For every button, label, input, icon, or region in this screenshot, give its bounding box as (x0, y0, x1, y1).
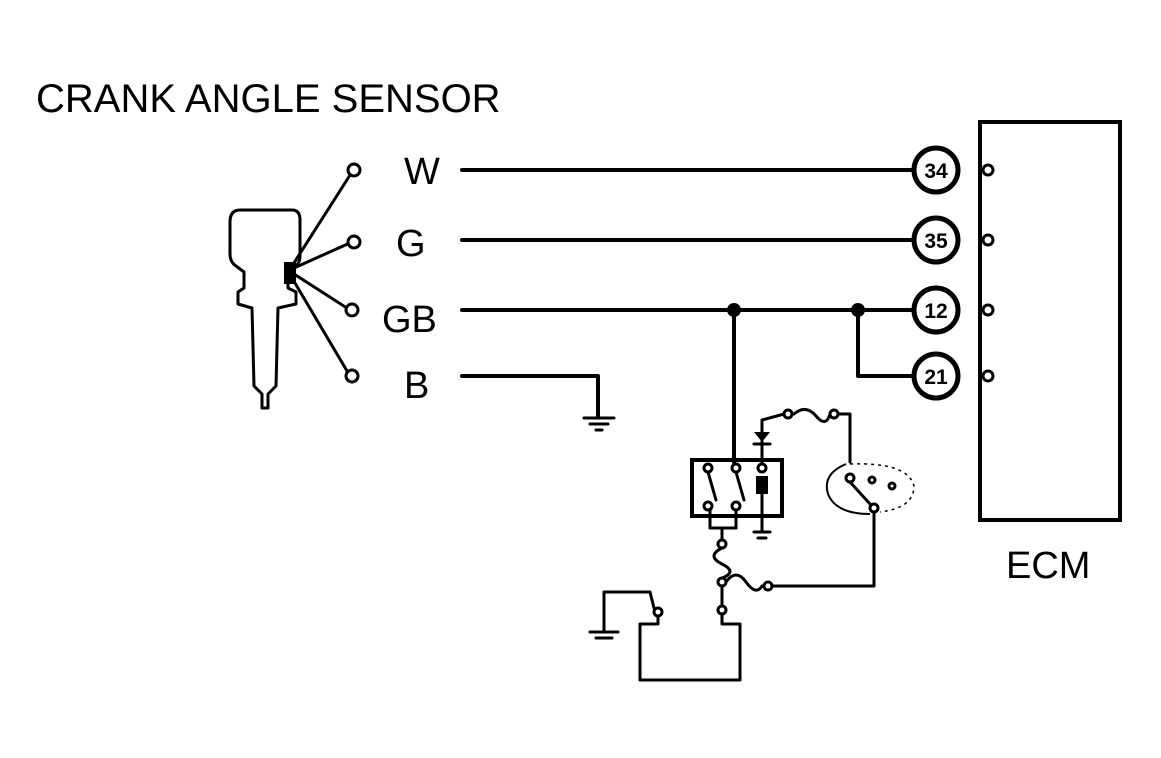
ignition-switch (825, 463, 915, 515)
terminal-number-12: 12 (924, 300, 947, 323)
terminal-number-21: 21 (924, 366, 948, 389)
terminal-number-34: 34 (924, 160, 948, 183)
wire-label-w: W (404, 151, 440, 193)
sensor-leads (290, 162, 362, 384)
relay-unit (690, 458, 784, 540)
battery-circuit (588, 508, 876, 682)
diode-fuse-circuit (752, 408, 852, 466)
junction-dot (851, 303, 865, 317)
ground-icon (582, 416, 616, 432)
ecm-box (978, 120, 1122, 522)
signal-wires (460, 168, 914, 418)
wire-label-g: G (396, 223, 426, 265)
wire-label-b: B (404, 365, 429, 407)
crank-angle-sensor (228, 208, 302, 410)
terminal-number-35: 35 (924, 230, 948, 253)
wire-label-gb: GB (382, 299, 437, 341)
diagram-title: CRANK ANGLE SENSOR (36, 77, 501, 121)
ecm-terminals (911, 145, 961, 401)
ecm-label: ECM (1006, 545, 1090, 587)
